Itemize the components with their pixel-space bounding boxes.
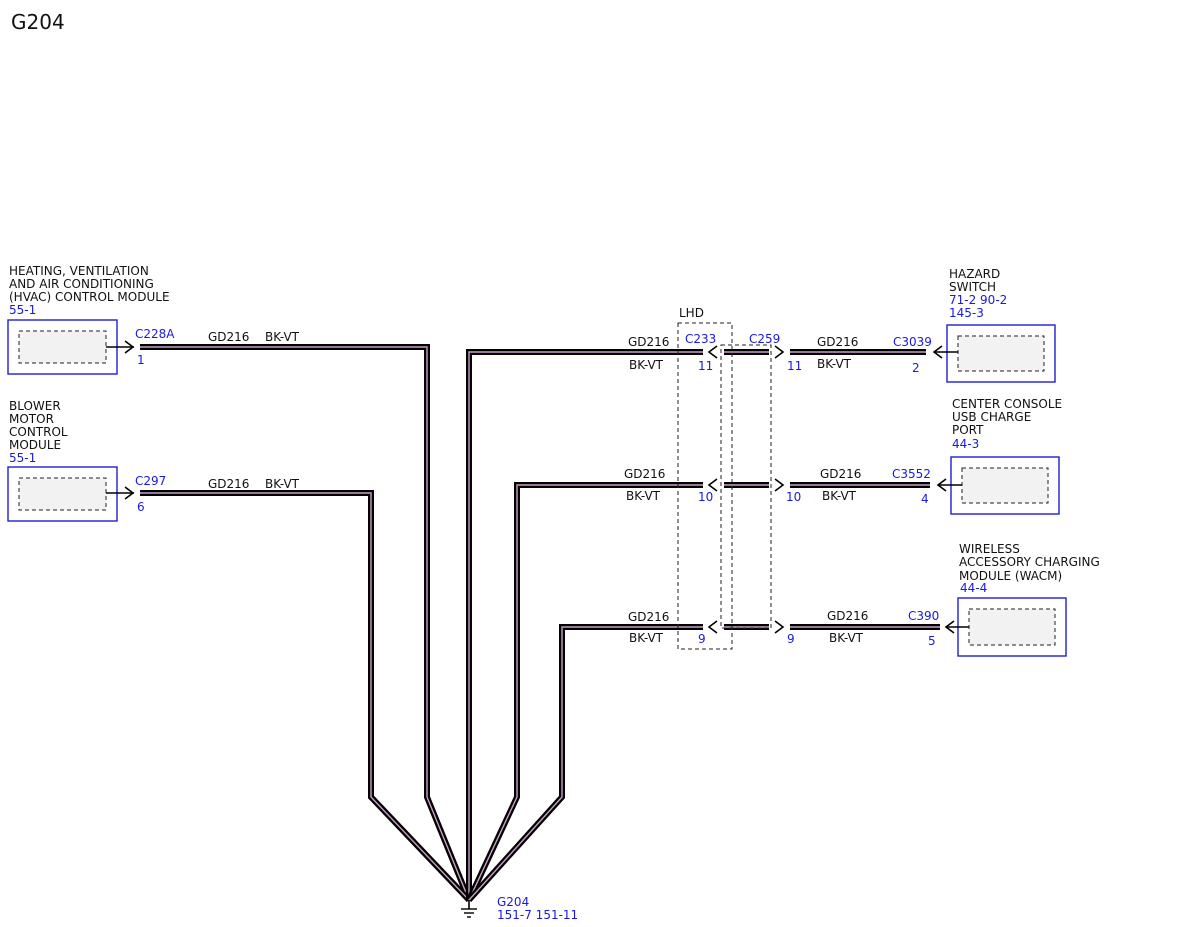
c233-pin-11: 11 [698, 359, 713, 373]
hvac-module-inner [18, 330, 107, 364]
c259-10-wire-color: BK-VT [822, 489, 857, 503]
hazard-pin: 2 [912, 361, 920, 375]
hvac-pin: 1 [137, 353, 145, 367]
hazard-name: HAZARD SWITCH [949, 267, 1004, 294]
blower-name-line-1: BLOWER [9, 399, 61, 413]
hvac-wire-color: BK-VT [265, 330, 300, 344]
wacm-name-line-1: WIRELESS [959, 542, 1020, 556]
usb-ref: 44-3 [952, 437, 979, 451]
lhd-inline-connectors: LHD C233 C259 11 10 9 11 10 9 GD216 BK-V… [624, 306, 868, 650]
c233-pin-10: 10 [698, 490, 713, 504]
hazard-name-line-2: SWITCH [949, 280, 996, 294]
c259-10-wire-circuit: GD216 [820, 467, 861, 481]
blower-name-line-3: CONTROL [9, 425, 68, 439]
c233-pin11-arrow-icon [707, 345, 718, 359]
c259-pin-11: 11 [787, 359, 802, 373]
blower-module-inner [18, 477, 107, 511]
blower-pin: 6 [137, 500, 145, 514]
usb-name: CENTER CONSOLE USB CHARGE PORT [952, 397, 1066, 437]
wacm-connector: C390 [908, 609, 939, 623]
blower-name-line-2: MOTOR [9, 412, 54, 426]
c233-connector: C233 [685, 332, 716, 346]
hvac-name: HEATING, VENTILATION AND AIR CONDITIONIN… [9, 264, 170, 304]
wacm-ref: 44-4 [960, 581, 987, 595]
c259-pin-9: 9 [787, 632, 795, 646]
blower-wire-circuit: GD216 [208, 477, 249, 491]
wacm-name-line-3: MODULE (WACM) [959, 569, 1062, 583]
wacm-inner [968, 608, 1056, 646]
hazard-pin-arrow-icon [932, 345, 943, 359]
usb-name-line-3: PORT [952, 423, 984, 437]
wires [140, 344, 940, 903]
blower-ref: 55-1 [9, 451, 36, 465]
c233-11-wire-color: BK-VT [629, 358, 664, 372]
hazard-switch-inner [957, 335, 1045, 372]
c233-9-wire-circuit: GD216 [628, 610, 669, 624]
wacm-pin: 5 [928, 634, 936, 648]
hazard-ref-line-1: 71-2 90-2 [949, 293, 1007, 307]
c259-dashed-box [720, 344, 772, 629]
usb-charge-port: CENTER CONSOLE USB CHARGE PORT 44-3 C355… [892, 397, 1066, 515]
c259-pin9-arrow-icon [774, 620, 785, 634]
c259-pin11-arrow-icon [774, 345, 785, 359]
wacm-pin-arrow-icon [944, 620, 955, 634]
ground-icon [461, 908, 477, 918]
c259-pin10-arrow-icon [774, 478, 785, 492]
usb-connector: C3552 [892, 467, 931, 481]
hazard-switch: HAZARD SWITCH 71-2 90-2 145-3 C3039 2 [893, 267, 1056, 383]
c259-11-wire-color: BK-VT [817, 357, 852, 371]
c259-11-wire-circuit: GD216 [817, 335, 858, 349]
blower-pin-arrow-icon [124, 486, 135, 500]
blower-wire-color: BK-VT [265, 477, 300, 491]
ground-name: G204 [497, 895, 529, 909]
hvac-connector: C228A [135, 327, 175, 341]
hvac-wire-circuit: GD216 [208, 330, 249, 344]
hvac-name-line-1: HEATING, VENTILATION [9, 264, 149, 278]
ground-g204: G204 151-7 151-11 [461, 895, 578, 922]
blower-connector: C297 [135, 474, 166, 488]
hvac-ref: 55-1 [9, 303, 36, 317]
hazard-connector: C3039 [893, 335, 932, 349]
c233-10-wire-color: BK-VT [626, 489, 661, 503]
wacm-name: WIRELESS ACCESSORY CHARGING MODULE (WACM… [959, 542, 1104, 583]
usb-pin: 4 [921, 492, 929, 506]
c259-9-wire-circuit: GD216 [827, 609, 868, 623]
hvac-pin-arrow-icon [124, 340, 135, 354]
c233-pin9-arrow-icon [707, 620, 718, 634]
c233-dashed-box [677, 322, 733, 650]
c233-9-wire-color: BK-VT [629, 631, 664, 645]
hazard-name-line-1: HAZARD [949, 267, 1000, 281]
hvac-control-module: HEATING, VENTILATION AND AIR CONDITIONIN… [7, 264, 300, 375]
wacm-name-line-2: ACCESSORY CHARGING [959, 555, 1100, 569]
usb-name-line-2: USB CHARGE [952, 410, 1031, 424]
c259-connector: C259 [749, 332, 780, 346]
hvac-name-line-3: (HVAC) CONTROL MODULE [9, 290, 170, 304]
c233-10-wire-circuit: GD216 [624, 467, 665, 481]
blower-motor-control-module: BLOWER MOTOR CONTROL MODULE 55-1 C297 6 … [7, 399, 300, 522]
c233-pin-9: 9 [698, 632, 706, 646]
c259-pin-10: 10 [786, 490, 801, 504]
blower-name-line-4: MODULE [9, 438, 61, 452]
c233-11-wire-circuit: GD216 [628, 335, 669, 349]
page-title: G204 [11, 10, 65, 34]
lhd-label: LHD [679, 306, 704, 320]
hvac-name-line-2: AND AIR CONDITIONING [9, 277, 154, 291]
hazard-ref: 71-2 90-2 145-3 [949, 293, 1011, 320]
usb-port-inner [961, 467, 1049, 504]
usb-name-line-1: CENTER CONSOLE [952, 397, 1062, 411]
hazard-ref-line-2: 145-3 [949, 306, 984, 320]
c259-9-wire-color: BK-VT [829, 631, 864, 645]
wireless-charging-module: WIRELESS ACCESSORY CHARGING MODULE (WACM… [908, 542, 1104, 657]
ground-refs: 151-7 151-11 [497, 908, 578, 922]
c233-pin10-arrow-icon [707, 478, 718, 492]
usb-pin-arrow-icon [936, 478, 947, 492]
blower-name: BLOWER MOTOR CONTROL MODULE [9, 399, 71, 452]
